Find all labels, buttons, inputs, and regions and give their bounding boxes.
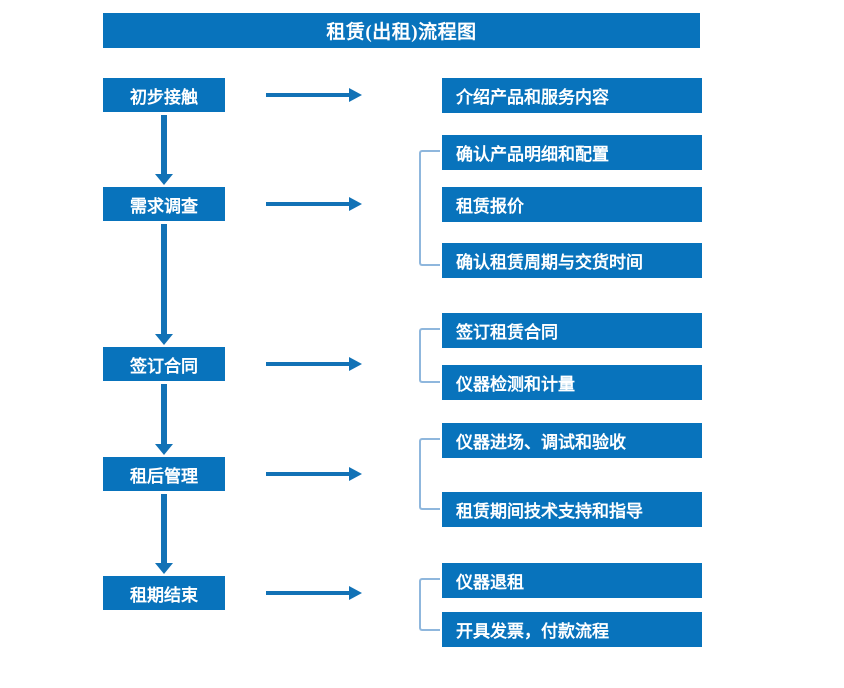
detail-box-sign-rental-contract[interactable]: 签订租赁合同 xyxy=(442,313,702,348)
detail-box-confirm-product-details[interactable]: 确认产品明细和配置 xyxy=(442,135,702,170)
vertical-arrow-1 xyxy=(155,115,173,185)
group-bracket-requirement-survey xyxy=(419,150,440,266)
detail-box-invoice-payment[interactable]: 开具发票，付款流程 xyxy=(442,612,702,647)
group-bracket-post-rental-management xyxy=(419,438,440,510)
stage-box-sign-contract[interactable]: 签订合同 xyxy=(103,347,225,381)
horizontal-arrow-sign-contract xyxy=(266,357,362,371)
group-bracket-sign-contract xyxy=(419,328,440,383)
stage-box-initial-contact[interactable]: 初步接触 xyxy=(103,78,225,112)
detail-box-technical-support[interactable]: 租赁期间技术支持和指导 xyxy=(442,492,702,527)
group-bracket-lease-end xyxy=(419,578,440,631)
stage-box-requirement-survey[interactable]: 需求调查 xyxy=(103,187,225,221)
chart-title: 租赁(出租)流程图 xyxy=(103,13,700,48)
vertical-arrow-4 xyxy=(155,494,173,574)
stage-box-post-rental-management[interactable]: 租后管理 xyxy=(103,457,225,491)
detail-box-introduce-products[interactable]: 介绍产品和服务内容 xyxy=(442,78,702,113)
horizontal-arrow-initial-contact xyxy=(266,88,362,102)
vertical-arrow-2 xyxy=(155,224,173,345)
stage-box-lease-end[interactable]: 租期结束 xyxy=(103,576,225,610)
horizontal-arrow-post-rental-management xyxy=(266,467,362,481)
detail-box-instrument-return[interactable]: 仪器退租 xyxy=(442,563,702,598)
horizontal-arrow-requirement-survey xyxy=(266,197,362,211)
detail-box-confirm-period-delivery[interactable]: 确认租赁周期与交货时间 xyxy=(442,243,702,278)
detail-box-instrument-installation[interactable]: 仪器进场、调试和验收 xyxy=(442,423,702,458)
detail-box-rental-quotation[interactable]: 租赁报价 xyxy=(442,187,702,222)
detail-box-instrument-testing[interactable]: 仪器检测和计量 xyxy=(442,365,702,400)
vertical-arrow-3 xyxy=(155,384,173,455)
horizontal-arrow-lease-end xyxy=(266,586,362,600)
